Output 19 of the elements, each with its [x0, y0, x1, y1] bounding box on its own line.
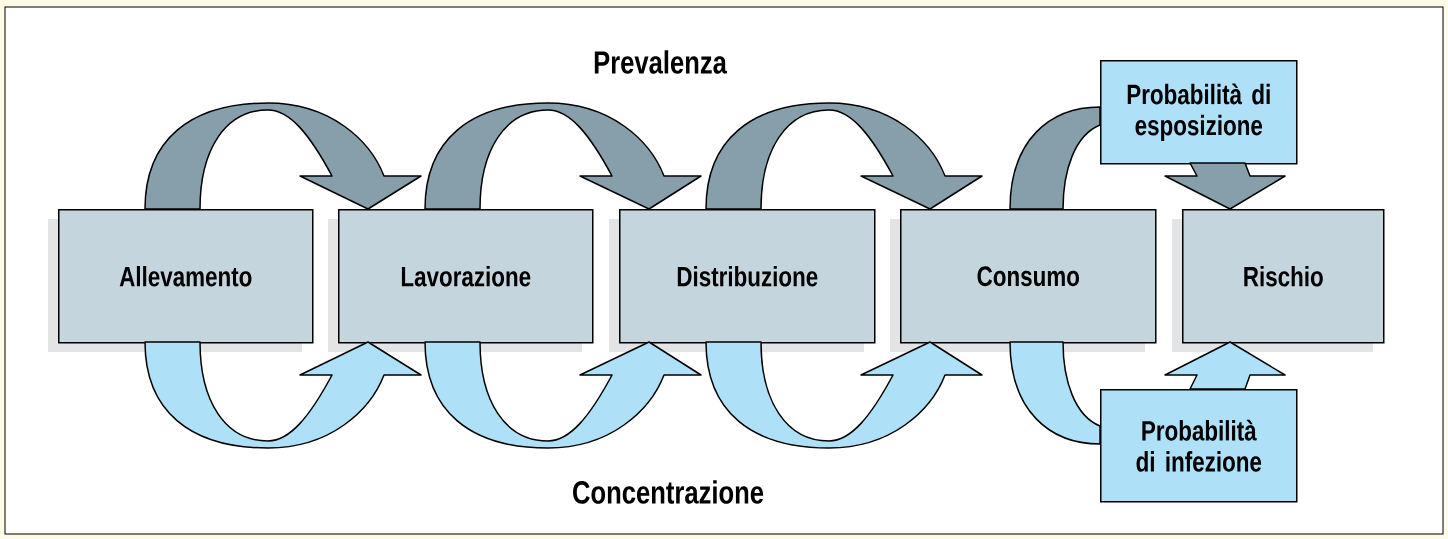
- arrow: [144, 341, 422, 449]
- arrow: [424, 102, 702, 210]
- arrow: [705, 341, 983, 449]
- probability-box: Probabilità di esposizione: [1100, 60, 1298, 165]
- process-box: Rischio: [1182, 209, 1385, 344]
- heading-label: Prevalenza: [594, 50, 728, 74]
- process-box: Lavorazione: [338, 209, 594, 344]
- arrow: [1164, 162, 1286, 210]
- arrow: [1009, 106, 1101, 210]
- arrow: [1164, 341, 1286, 390]
- probability-box: Probabilità di infezione: [1100, 389, 1298, 503]
- process-box: Distribuzione: [619, 209, 876, 344]
- process-box: Allevamento: [58, 209, 314, 344]
- heading-label: Concentrazione: [573, 480, 764, 504]
- arrow: [424, 341, 702, 449]
- arrow: [705, 102, 983, 210]
- arrow: [1009, 341, 1101, 445]
- process-box: Consumo: [900, 209, 1157, 344]
- arrow: [144, 102, 422, 210]
